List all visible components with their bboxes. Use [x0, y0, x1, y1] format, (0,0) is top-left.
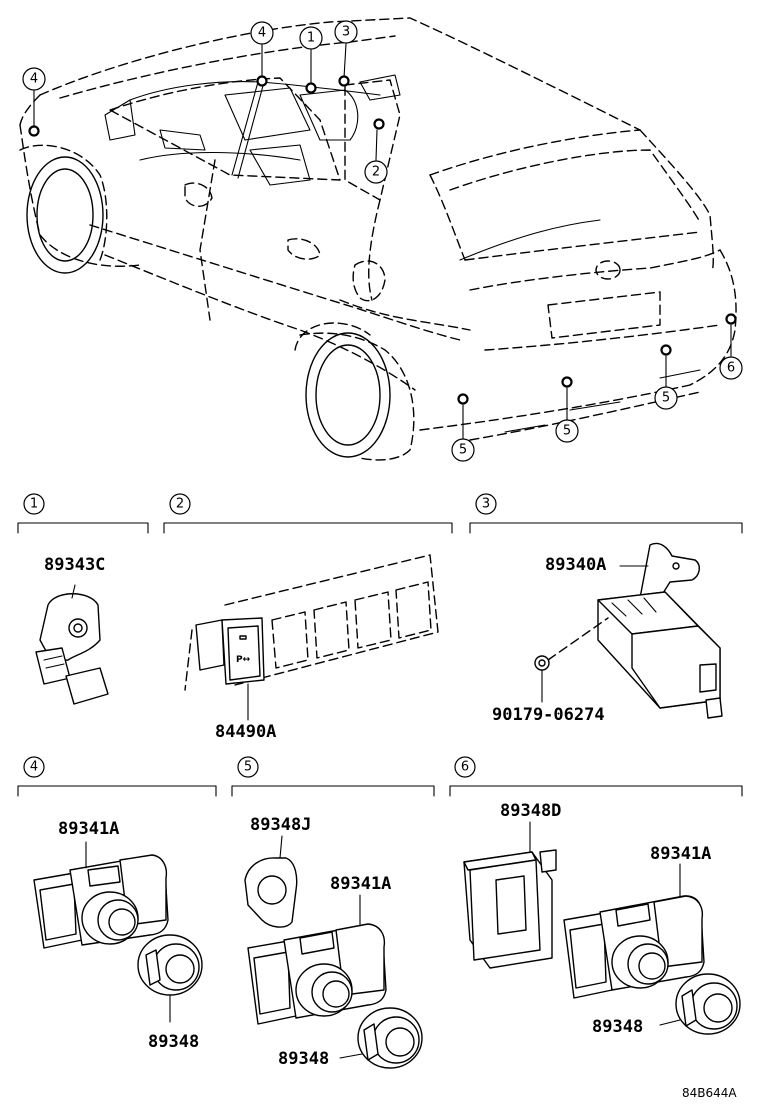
part-84490a-switch: P↔	[195, 617, 265, 721]
svg-text:5: 5	[244, 760, 252, 775]
callout-2: 2	[364, 160, 388, 184]
callout-3: 3	[334, 20, 358, 44]
part-89348d-retainer	[463, 821, 557, 969]
svg-text:P↔: P↔	[236, 655, 251, 665]
callout-5-right: 5	[654, 386, 678, 410]
part-89343c-sensor	[35, 584, 109, 705]
label-89341a-s6: 89341A	[650, 844, 711, 864]
callout-6: 6	[719, 356, 743, 380]
svg-text:5: 5	[459, 443, 467, 458]
svg-text:6: 6	[461, 760, 469, 775]
label-89341a-s5: 89341A	[330, 874, 391, 894]
svg-text:6: 6	[727, 361, 735, 376]
svg-text:2: 2	[176, 497, 184, 512]
section-6-header: 6	[449, 756, 743, 797]
svg-text:4: 4	[30, 760, 38, 775]
svg-text:1: 1	[30, 497, 38, 512]
label-90179-06274: 90179-06274	[492, 705, 605, 725]
part-89348-bezel-s4	[137, 934, 203, 1023]
label-89340a: 89340A	[545, 555, 606, 575]
svg-text:2: 2	[372, 165, 380, 180]
callout-1: 1	[299, 26, 323, 50]
part-90179-06274-nut	[534, 617, 609, 703]
drawing-code: 84B644A	[682, 1086, 737, 1100]
svg-text:5: 5	[563, 424, 571, 439]
section-4-header: 4	[17, 756, 217, 797]
svg-text:4: 4	[258, 26, 266, 41]
svg-text:4: 4	[30, 72, 38, 87]
part-84490a-switch-panel	[184, 554, 439, 691]
section-3-header: 3	[469, 493, 743, 534]
label-84490a: 84490A	[215, 722, 276, 742]
section-1-header: 1	[17, 493, 149, 534]
label-89348-s6: 89348	[592, 1017, 643, 1037]
part-89348j-holder	[244, 835, 298, 928]
callout-5-left: 5	[451, 438, 475, 462]
label-89348j: 89348J	[250, 815, 311, 835]
label-89348-s4: 89348	[148, 1032, 199, 1052]
label-89341a-s4: 89341A	[58, 819, 119, 839]
svg-text:1: 1	[307, 31, 315, 46]
part-89341a-sensor-bracket-s5	[247, 894, 387, 1025]
label-89348-s5: 89348	[278, 1049, 329, 1069]
sensor-location-markers	[28, 75, 737, 405]
callout-4-top: 4	[250, 21, 274, 45]
section-5-header: 5	[231, 756, 435, 797]
callout-5-center: 5	[555, 419, 579, 443]
label-89348d: 89348D	[500, 801, 561, 821]
svg-text:5: 5	[662, 391, 670, 406]
section-2-header: 2	[163, 493, 453, 534]
callout-4-left: 4	[22, 67, 46, 91]
part-89341a-sensor-bracket-s4	[33, 841, 169, 949]
part-89348-bezel-s5	[339, 1007, 423, 1069]
vehicle-outline	[19, 17, 737, 461]
svg-text:3: 3	[342, 25, 350, 40]
part-89348-bezel-s6	[659, 973, 741, 1035]
svg-text:3: 3	[482, 497, 490, 512]
part-89340a-ecu	[597, 542, 723, 719]
label-89343c: 89343C	[44, 555, 105, 575]
part-89341a-sensor-bracket-s6	[563, 863, 705, 999]
